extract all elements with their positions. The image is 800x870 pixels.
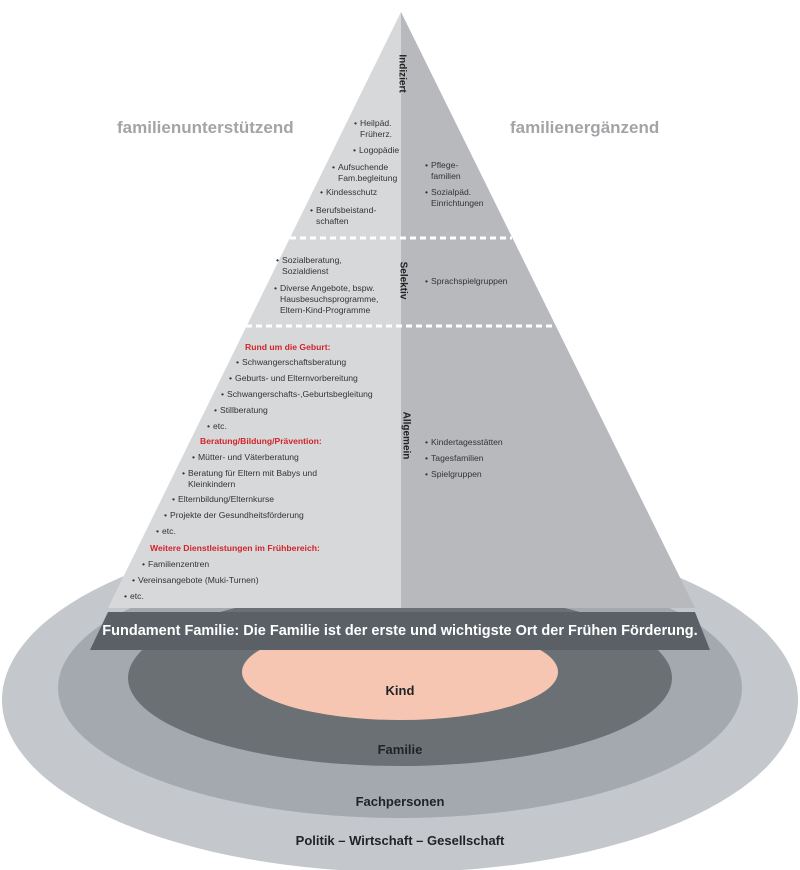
list-item: •Schwangerschafts-,Geburtsbegleitung (221, 389, 373, 399)
list-item: •Sprachspielgruppen (425, 276, 508, 286)
category-weitere-dienstleistungen: Weitere Dienstleistungen im Frühbereich: (150, 543, 320, 553)
pyramid-right-half (401, 12, 695, 608)
ring-label-fachpersonen: Fachpersonen (355, 794, 445, 809)
list-item: •Stillberatung (214, 405, 268, 415)
ring-label-familie: Familie (377, 742, 423, 757)
list-item: •Sozialberatung, Sozialdienst (276, 255, 342, 276)
list-item: •etc. (124, 591, 144, 601)
list-item: •Berufsbeistand- schaften (310, 205, 377, 226)
category-beratung-bildung-praevention: Beratung/Bildung/Prävention: (200, 436, 322, 446)
ring-label-politik: Politik – Wirtschaft – Gesellschaft (295, 833, 505, 848)
title-familienergaenzend: familienergänzend (510, 118, 660, 137)
list-item: •Heilpäd. Früherz. (354, 118, 393, 139)
list-item: •Beratung für Eltern mit Babys und Klein… (182, 468, 317, 489)
title-familienunterstuetzend: familienunterstützend (117, 118, 294, 137)
fundament-label: Fundament Familie: Die Familie ist der e… (102, 623, 698, 639)
list-item: •Kindesschutz (320, 187, 378, 197)
list-item: •etc. (156, 526, 176, 536)
level-label-indiziert: Indiziert (396, 54, 408, 93)
list-item: •Mütter- und Väterberatung (192, 452, 299, 462)
list-item: •Elternbildung/Elternkurse (172, 494, 275, 504)
list-item: •Kindertagesstätten (425, 437, 503, 447)
list-item: •Geburts- und Elternvorbereitung (229, 373, 358, 383)
list-item: •etc. (207, 421, 227, 431)
list-item: •Tagesfamilien (425, 453, 484, 463)
list-item: •Diverse Angebote, bspw. Hausbesuchsprog… (274, 283, 379, 315)
list-item: •Aufsuchende Fam.begleitung (332, 162, 398, 183)
category-rund-um-die-geburt: Rund um die Geburt: (245, 342, 331, 352)
pyramid-left-half (108, 12, 401, 608)
list-item: •Spielgruppen (425, 469, 482, 479)
list-item: •Sozialpäd. Einrichtungen (425, 187, 484, 208)
fundament-band (90, 612, 710, 650)
list-item: •Projekte der Gesundheitsförderung (164, 510, 304, 520)
level-label-allgemein: Allgemein (400, 411, 412, 460)
list-item: •Logopädie (353, 145, 400, 155)
ring-label-kind: Kind (385, 683, 415, 698)
level-label-selektiv: Selektiv (397, 261, 409, 300)
list-item: •Familienzentren (142, 559, 210, 569)
list-item: •Schwangerschaftsberatung (236, 357, 347, 367)
list-item: •Pflege- familien (425, 160, 461, 181)
list-item: •Vereinsangebote (Muki-Turnen) (132, 575, 259, 585)
